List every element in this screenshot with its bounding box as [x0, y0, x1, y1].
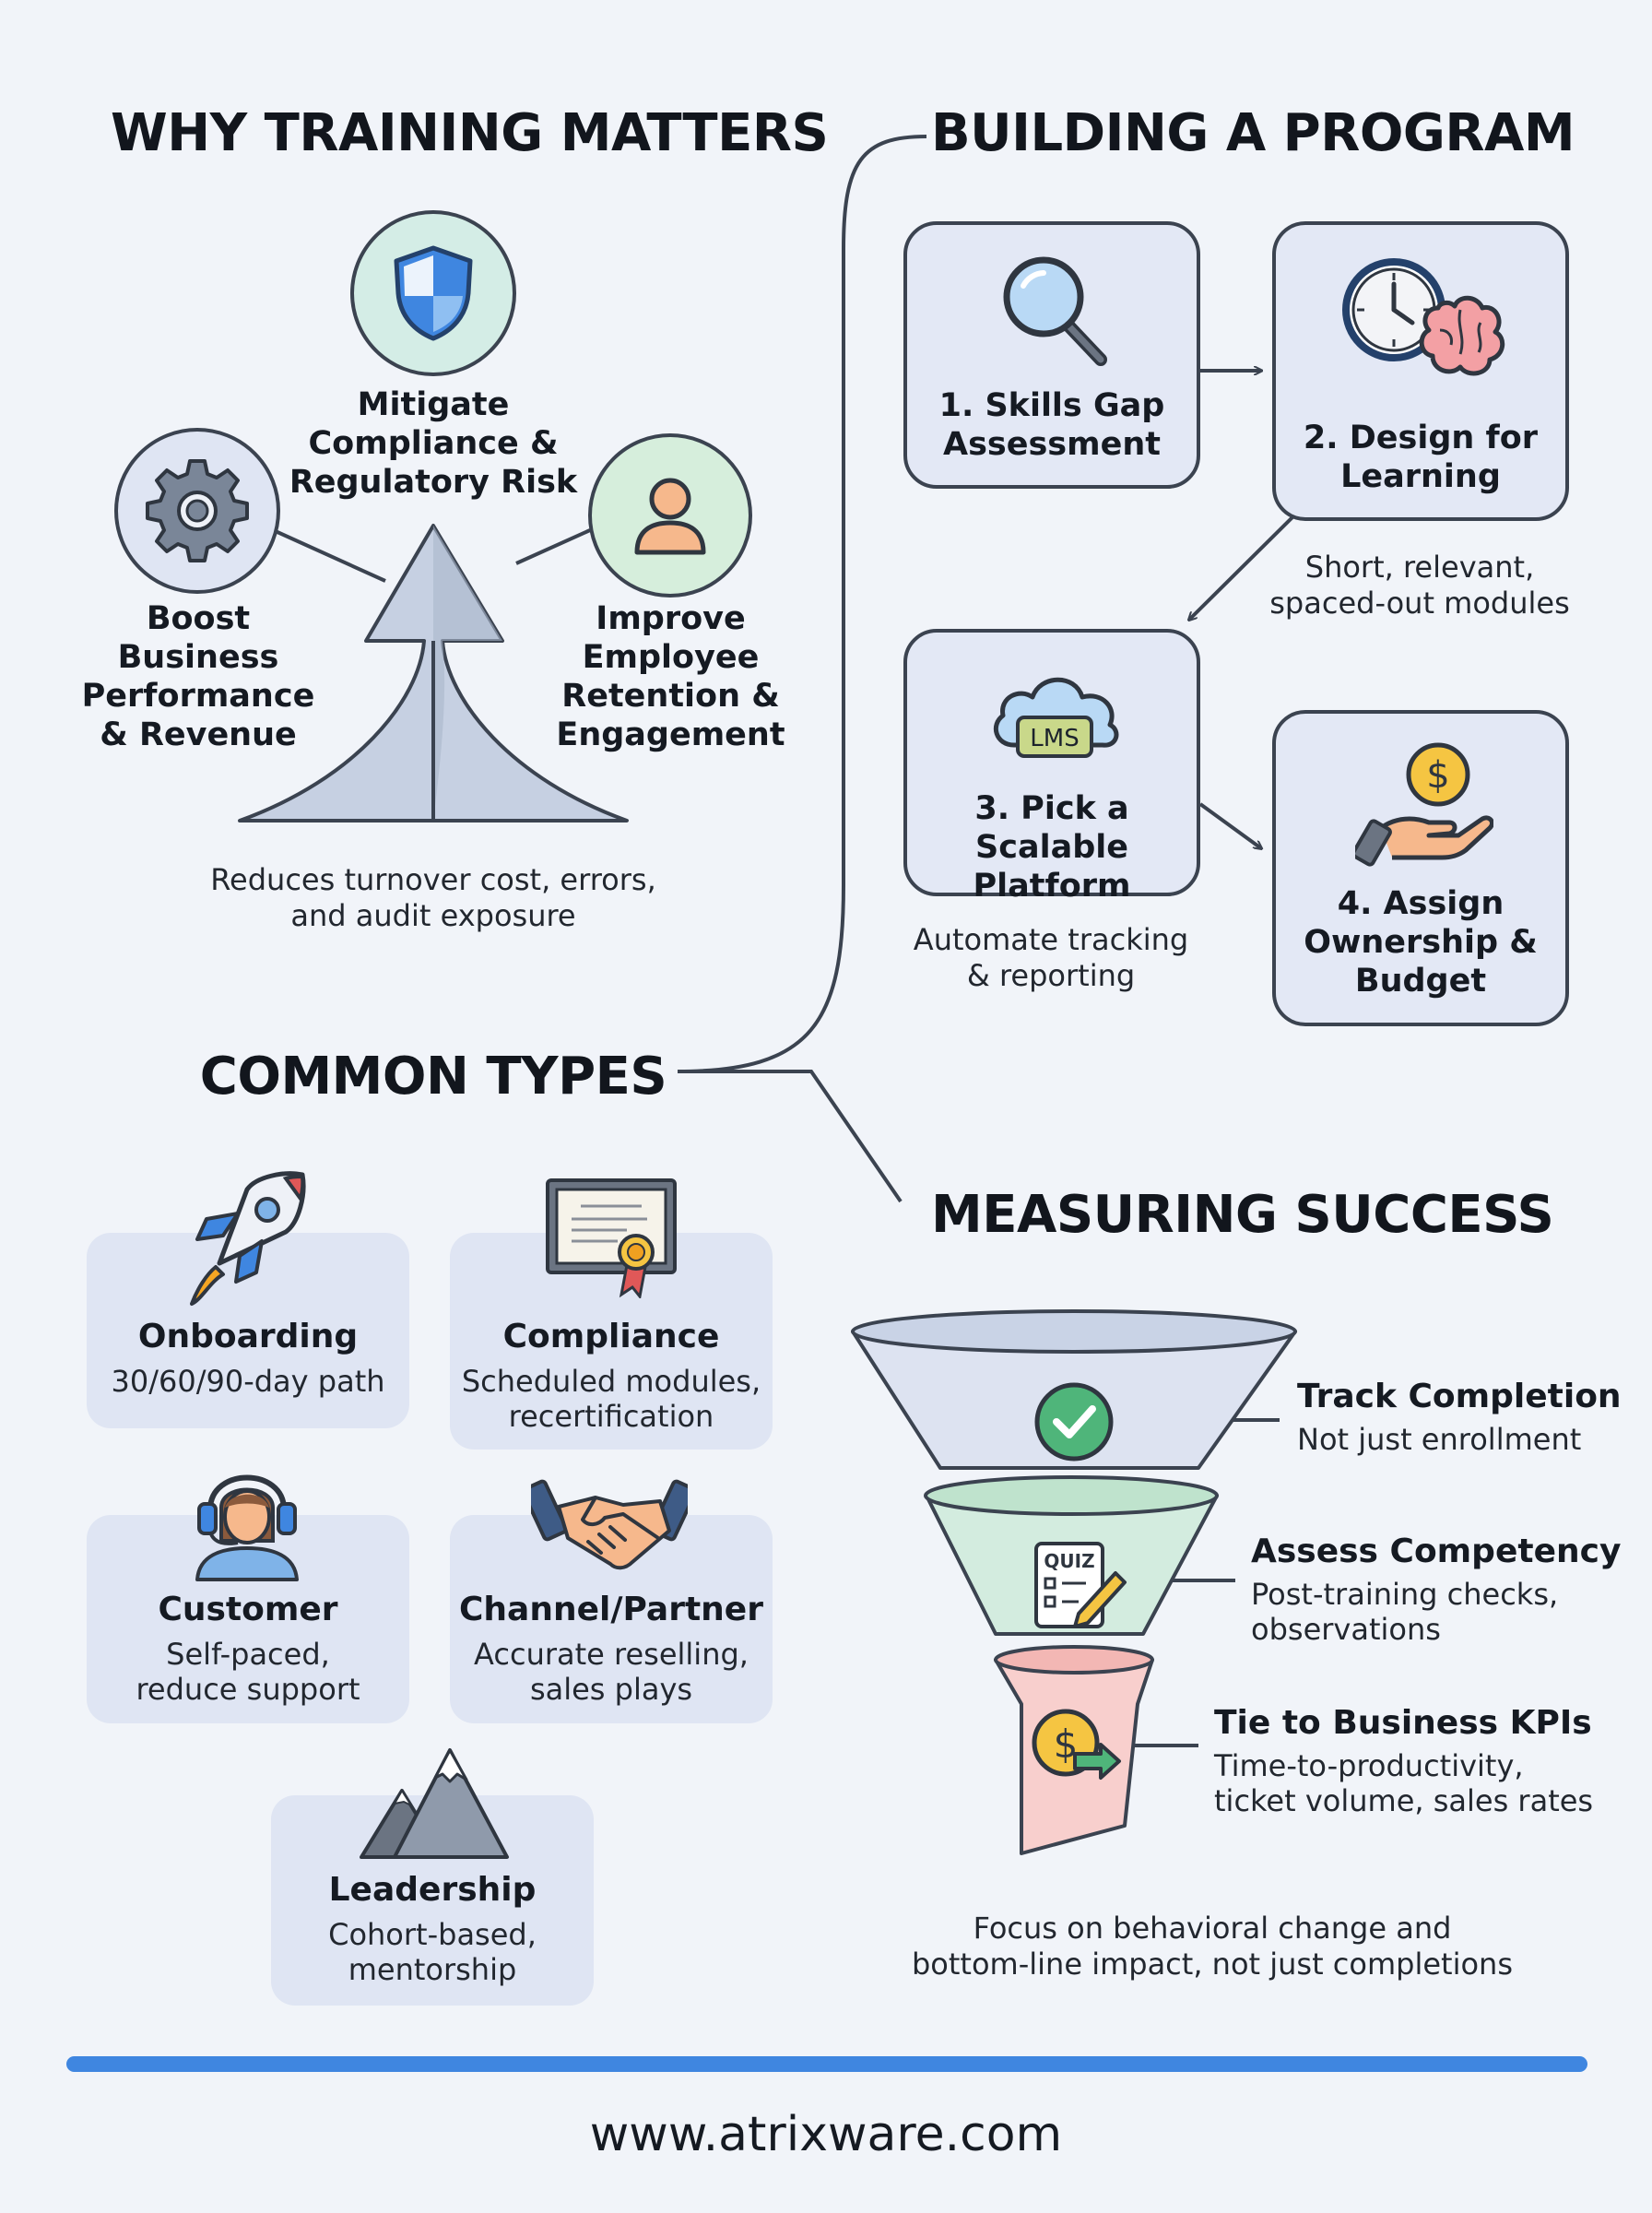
- lms-cloud-icon: LMS: [993, 677, 1119, 758]
- line-to-measuring: [678, 1070, 903, 1203]
- magnifier-icon: [1003, 256, 1107, 366]
- type-desc-leadership: Cohort-based, mentorship: [328, 1917, 537, 1987]
- quiz-icon: QUIZ: [1034, 1542, 1127, 1628]
- footer-bar: [66, 2056, 1587, 2072]
- step-ownership: $ 4. Assign Ownership & Budget: [1272, 710, 1569, 1026]
- success-funnel: QUIZ $: [851, 1309, 1297, 1855]
- stage-title-competency: Assess Competency: [1251, 1533, 1622, 1570]
- handshake-icon: [531, 1479, 688, 1570]
- certificate-icon: [546, 1178, 677, 1298]
- type-desc-compliance: Scheduled modules, recertification: [461, 1364, 761, 1434]
- type-title-compliance: Compliance: [502, 1318, 720, 1355]
- gear-icon: [146, 459, 249, 562]
- dollar-arrow-icon: $: [1032, 1709, 1121, 1780]
- type-title-onboarding: Onboarding: [137, 1318, 359, 1355]
- platform-note: Automate tracking & reporting: [913, 922, 1189, 993]
- type-desc-customer: Self-paced, reduce support: [136, 1637, 360, 1707]
- stage-title-completion: Track Completion: [1297, 1378, 1622, 1415]
- check-icon: [1034, 1382, 1114, 1462]
- pillar-label-performance: Boost Business Performance & Revenue: [81, 600, 315, 753]
- headset-agent-icon: [195, 1474, 299, 1581]
- pillar-label-compliance: Mitigate Compliance & Regulatory Risk: [289, 386, 578, 501]
- growth-arrow: [238, 524, 629, 822]
- dollar-hand-icon: $: [1355, 742, 1493, 867]
- measuring-note: Focus on behavioral change and bottom-li…: [911, 1911, 1513, 1982]
- person-icon: [634, 478, 706, 555]
- building-title: BUILDING A PROGRAM: [931, 103, 1575, 163]
- type-title-customer: Customer: [158, 1591, 338, 1628]
- type-title-leadership: Leadership: [328, 1871, 537, 1909]
- gear-circle: [114, 428, 280, 594]
- measuring-title: MEASURING SUCCESS: [931, 1185, 1554, 1245]
- step-label-2: 2. Design for Learning: [1303, 420, 1539, 495]
- type-card-leadership: Leadership Cohort-based, mentorship: [271, 1795, 594, 2006]
- stage-desc-competency: Post-training checks, observations: [1251, 1577, 1559, 1647]
- svg-text:$: $: [1426, 754, 1449, 797]
- step-label-4: 4. Assign Ownership & Budget: [1304, 885, 1538, 1000]
- step-label-1: 1. Skills Gap Assessment: [938, 387, 1165, 463]
- stage-title-kpis: Tie to Business KPIs: [1214, 1704, 1592, 1742]
- step-platform: LMS 3. Pick a Scalable Platform: [903, 629, 1200, 905]
- types-title: COMMON TYPES: [199, 1047, 667, 1106]
- shield-circle: [350, 210, 516, 376]
- lms-badge: LMS: [1030, 725, 1079, 752]
- type-card-customer: Customer Self-paced, reduce support: [87, 1515, 409, 1723]
- stage-desc-completion: Not just enrollment: [1297, 1422, 1582, 1457]
- why-title: WHY TRAINING MATTERS: [111, 103, 829, 163]
- svg-text:QUIZ: QUIZ: [1044, 1550, 1094, 1572]
- type-title-channel: Channel/Partner: [459, 1591, 763, 1628]
- rocket-icon: [190, 1171, 306, 1306]
- step-skills-gap: 1. Skills Gap Assessment: [903, 221, 1200, 489]
- stage-desc-kpis: Time-to-productivity, ticket volume, sal…: [1214, 1748, 1594, 1818]
- curve-to-building: [677, 135, 927, 1073]
- step-label-3: 3. Pick a Scalable Platform: [973, 790, 1131, 905]
- footer-url[interactable]: www.atrixware.com: [589, 2107, 1063, 2162]
- clock-brain-icon: [1342, 258, 1505, 376]
- shield-icon: [394, 245, 473, 341]
- step-design-learning: 2. Design for Learning: [1272, 221, 1569, 521]
- design-note: Short, relevant, spaced-out modules: [1269, 550, 1570, 621]
- why-note: Reduces turnover cost, errors, and audit…: [210, 862, 656, 933]
- type-desc-channel: Accurate reselling, sales plays: [474, 1637, 749, 1707]
- person-circle: [588, 433, 752, 598]
- pillar-label-retention: Improve Employee Retention & Engagement: [556, 600, 785, 753]
- type-desc-onboarding: 30/60/90-day path: [111, 1364, 385, 1399]
- mountain-icon: [360, 1748, 509, 1859]
